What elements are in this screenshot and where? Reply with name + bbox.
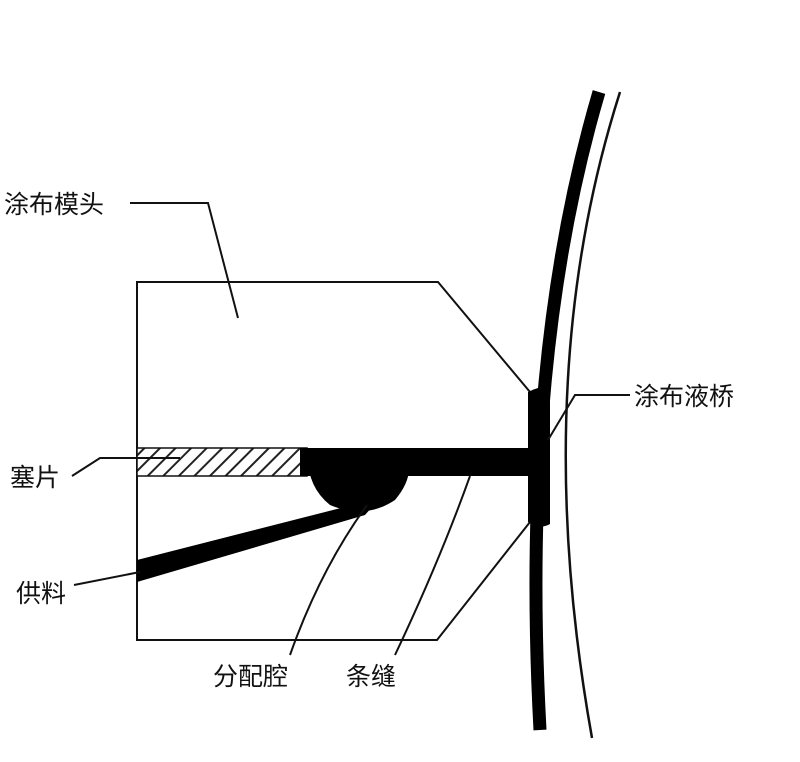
leader-feed bbox=[73, 571, 141, 586]
label-slot: 条缝 bbox=[346, 662, 396, 691]
leader-die-head bbox=[130, 202, 239, 319]
shim bbox=[136, 447, 308, 477]
leader-manifold bbox=[289, 504, 368, 656]
label-shim: 塞片 bbox=[10, 463, 60, 492]
manifold-cavity bbox=[307, 448, 409, 512]
label-feed: 供料 bbox=[16, 579, 66, 608]
leader-shim bbox=[71, 457, 180, 477]
label-bead: 涂布液桥 bbox=[634, 382, 734, 411]
roller-web bbox=[529, 90, 606, 731]
label-die-head: 涂布模头 bbox=[4, 190, 104, 219]
leader-bead bbox=[547, 394, 630, 441]
roller-surface bbox=[564, 91, 622, 739]
coating-bead bbox=[528, 386, 550, 527]
leader-slot bbox=[394, 475, 471, 656]
label-manifold: 分配腔 bbox=[213, 662, 288, 691]
feed-channel bbox=[137, 498, 380, 582]
